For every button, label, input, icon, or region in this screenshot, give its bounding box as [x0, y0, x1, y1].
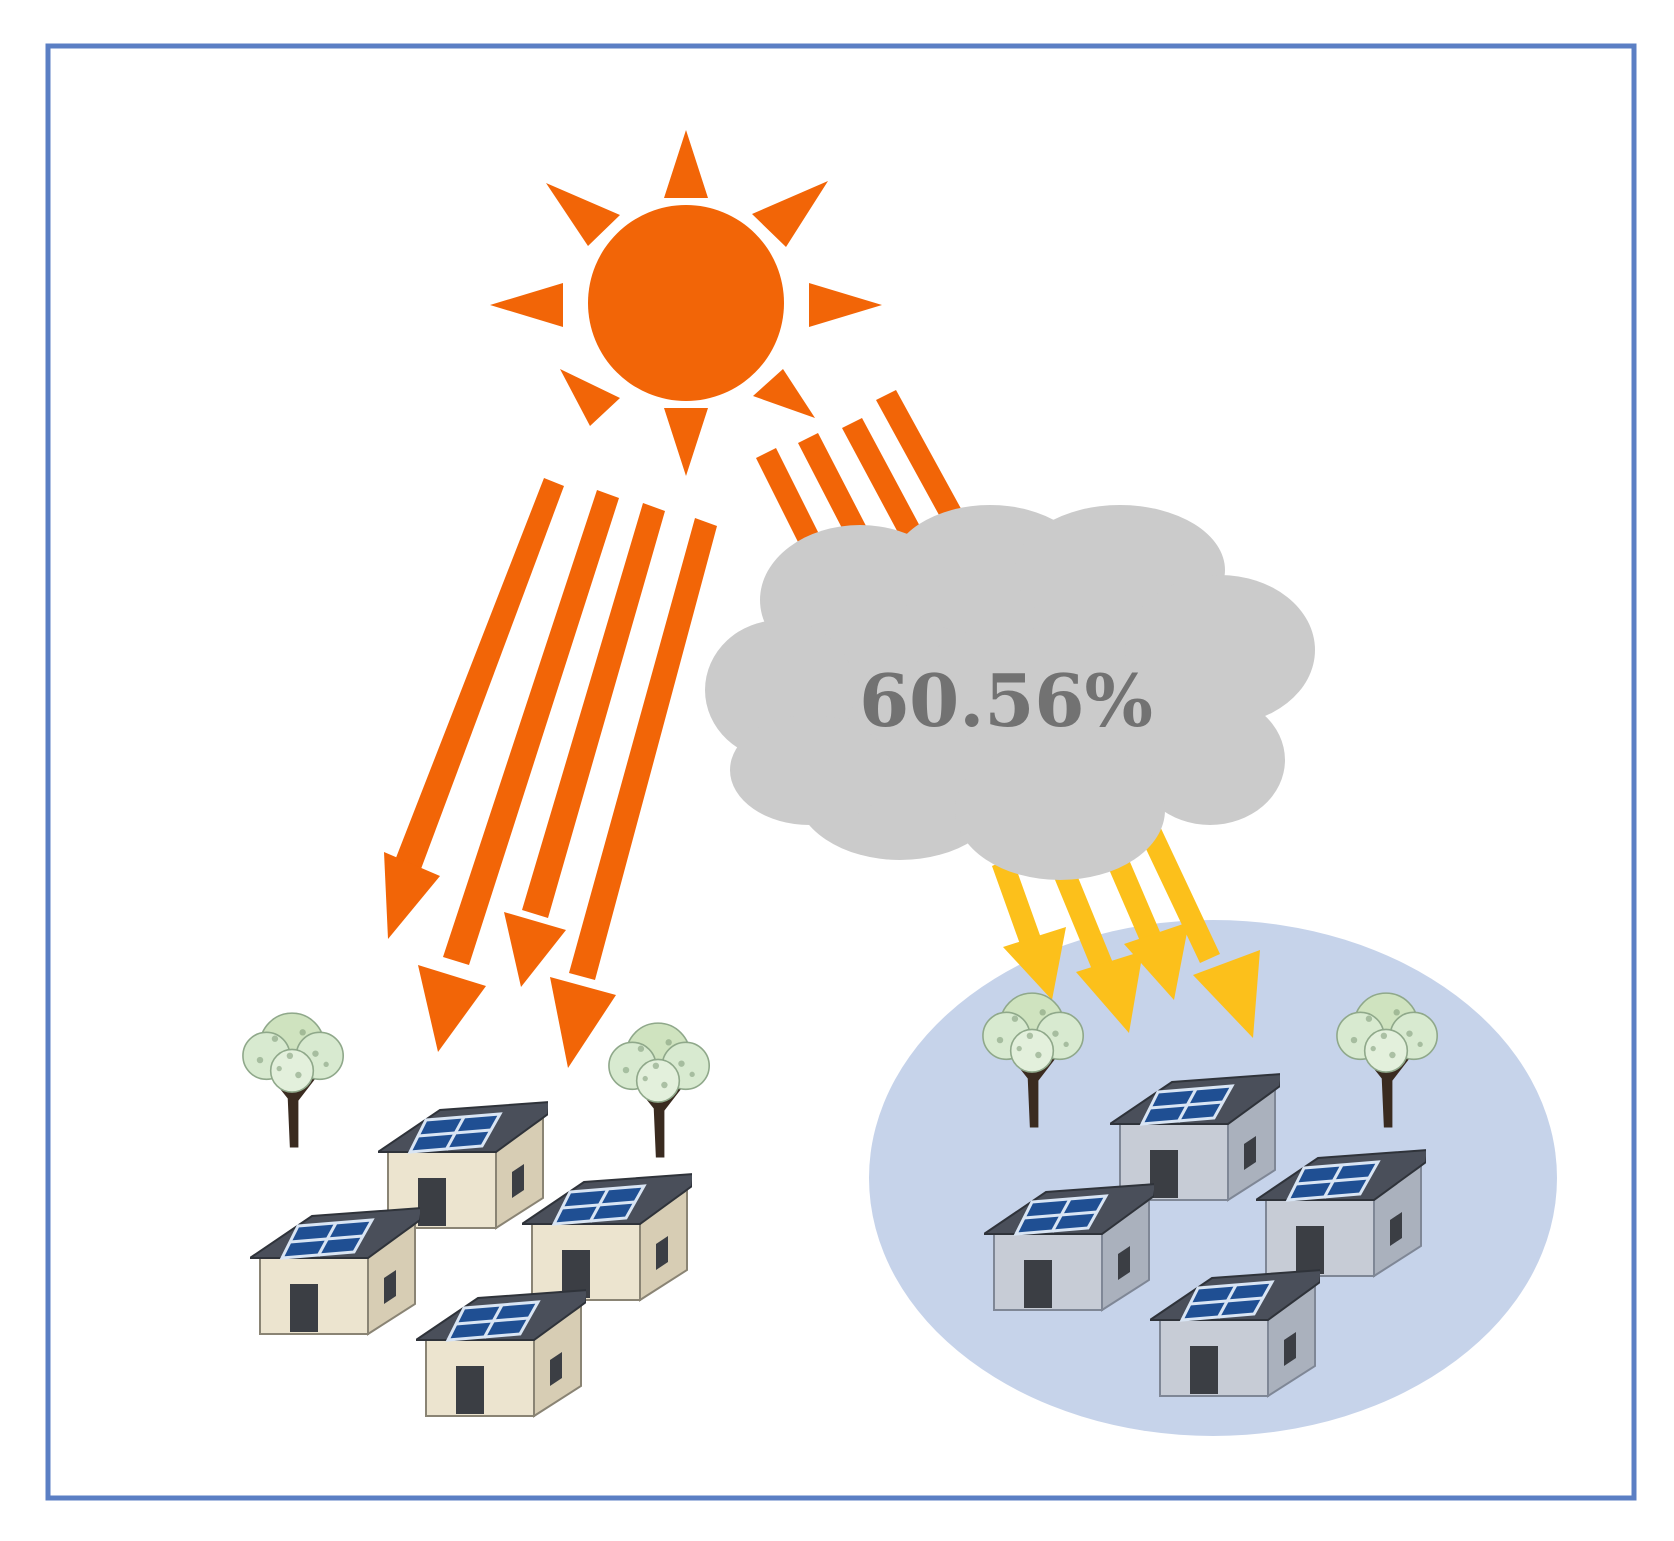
- diffuse-rays: [992, 822, 1260, 1038]
- direct-rays: [384, 478, 717, 1068]
- cloud-icon: [705, 505, 1315, 880]
- direct-ray-arrow: [550, 518, 717, 1068]
- ray-into-cloud: [876, 390, 976, 546]
- diffuse-ray-arrow: [1138, 822, 1260, 1038]
- sun-icon: [490, 130, 882, 476]
- diffuse-ray-arrow: [992, 857, 1066, 1000]
- direct-ray-arrow: [504, 503, 665, 987]
- ray-into-cloud: [842, 418, 930, 555]
- direct-ray-arrow: [418, 490, 619, 1052]
- cloud-percentage-label: 60.56%: [859, 658, 1153, 743]
- direct-ray-arrow: [384, 478, 564, 939]
